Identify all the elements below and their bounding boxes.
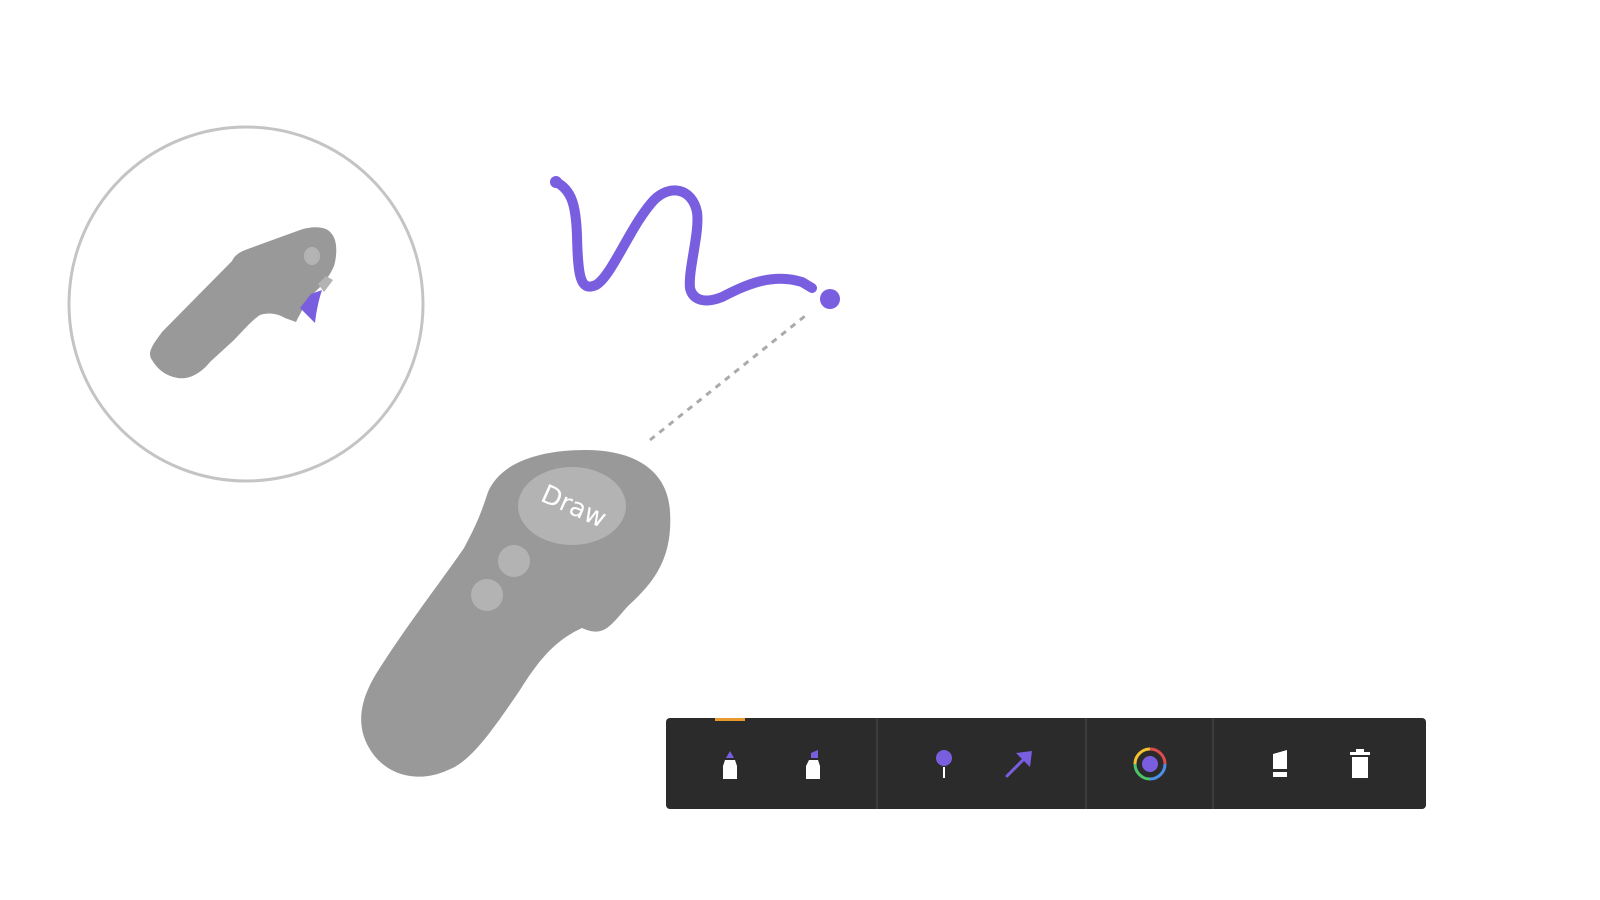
trigger-inset <box>67 125 425 483</box>
trash-icon <box>1350 748 1370 778</box>
pen-tip-icon <box>722 750 737 779</box>
drawn-stroke[interactable] <box>550 176 840 309</box>
color-picker-button[interactable] <box>1127 741 1173 787</box>
toolbar-group-edit <box>1212 718 1426 809</box>
pointer-ray <box>649 314 806 442</box>
toolbar-group-pens <box>666 717 876 809</box>
controller: Draw <box>361 450 671 777</box>
eraser-tool-button[interactable] <box>1257 741 1303 787</box>
pen-tool-button[interactable] <box>707 717 753 787</box>
marker-tool-button[interactable] <box>790 741 836 787</box>
eraser-icon <box>1273 749 1287 777</box>
controller-button-upper <box>498 545 530 577</box>
arrow-tool-button[interactable] <box>996 741 1042 787</box>
toolbar <box>666 717 1426 809</box>
controller-button-lower <box>471 579 503 611</box>
color-picker-icon <box>1133 747 1166 780</box>
pointer-dot <box>820 289 840 309</box>
active-tool-indicator <box>714 717 745 721</box>
marker-icon <box>805 749 820 779</box>
arrow-icon <box>1005 750 1033 777</box>
controller-side-view <box>150 227 337 379</box>
pin-icon <box>935 749 952 778</box>
pin-tool-button[interactable] <box>921 741 967 787</box>
toolbar-group-annotations <box>876 718 1085 809</box>
side-button <box>304 247 320 265</box>
clear-all-button[interactable] <box>1337 741 1383 787</box>
toolbar-group-color <box>1085 718 1212 809</box>
stroke-path <box>551 177 817 306</box>
side-trigger-highlight <box>300 290 322 323</box>
draw-button <box>518 467 626 545</box>
